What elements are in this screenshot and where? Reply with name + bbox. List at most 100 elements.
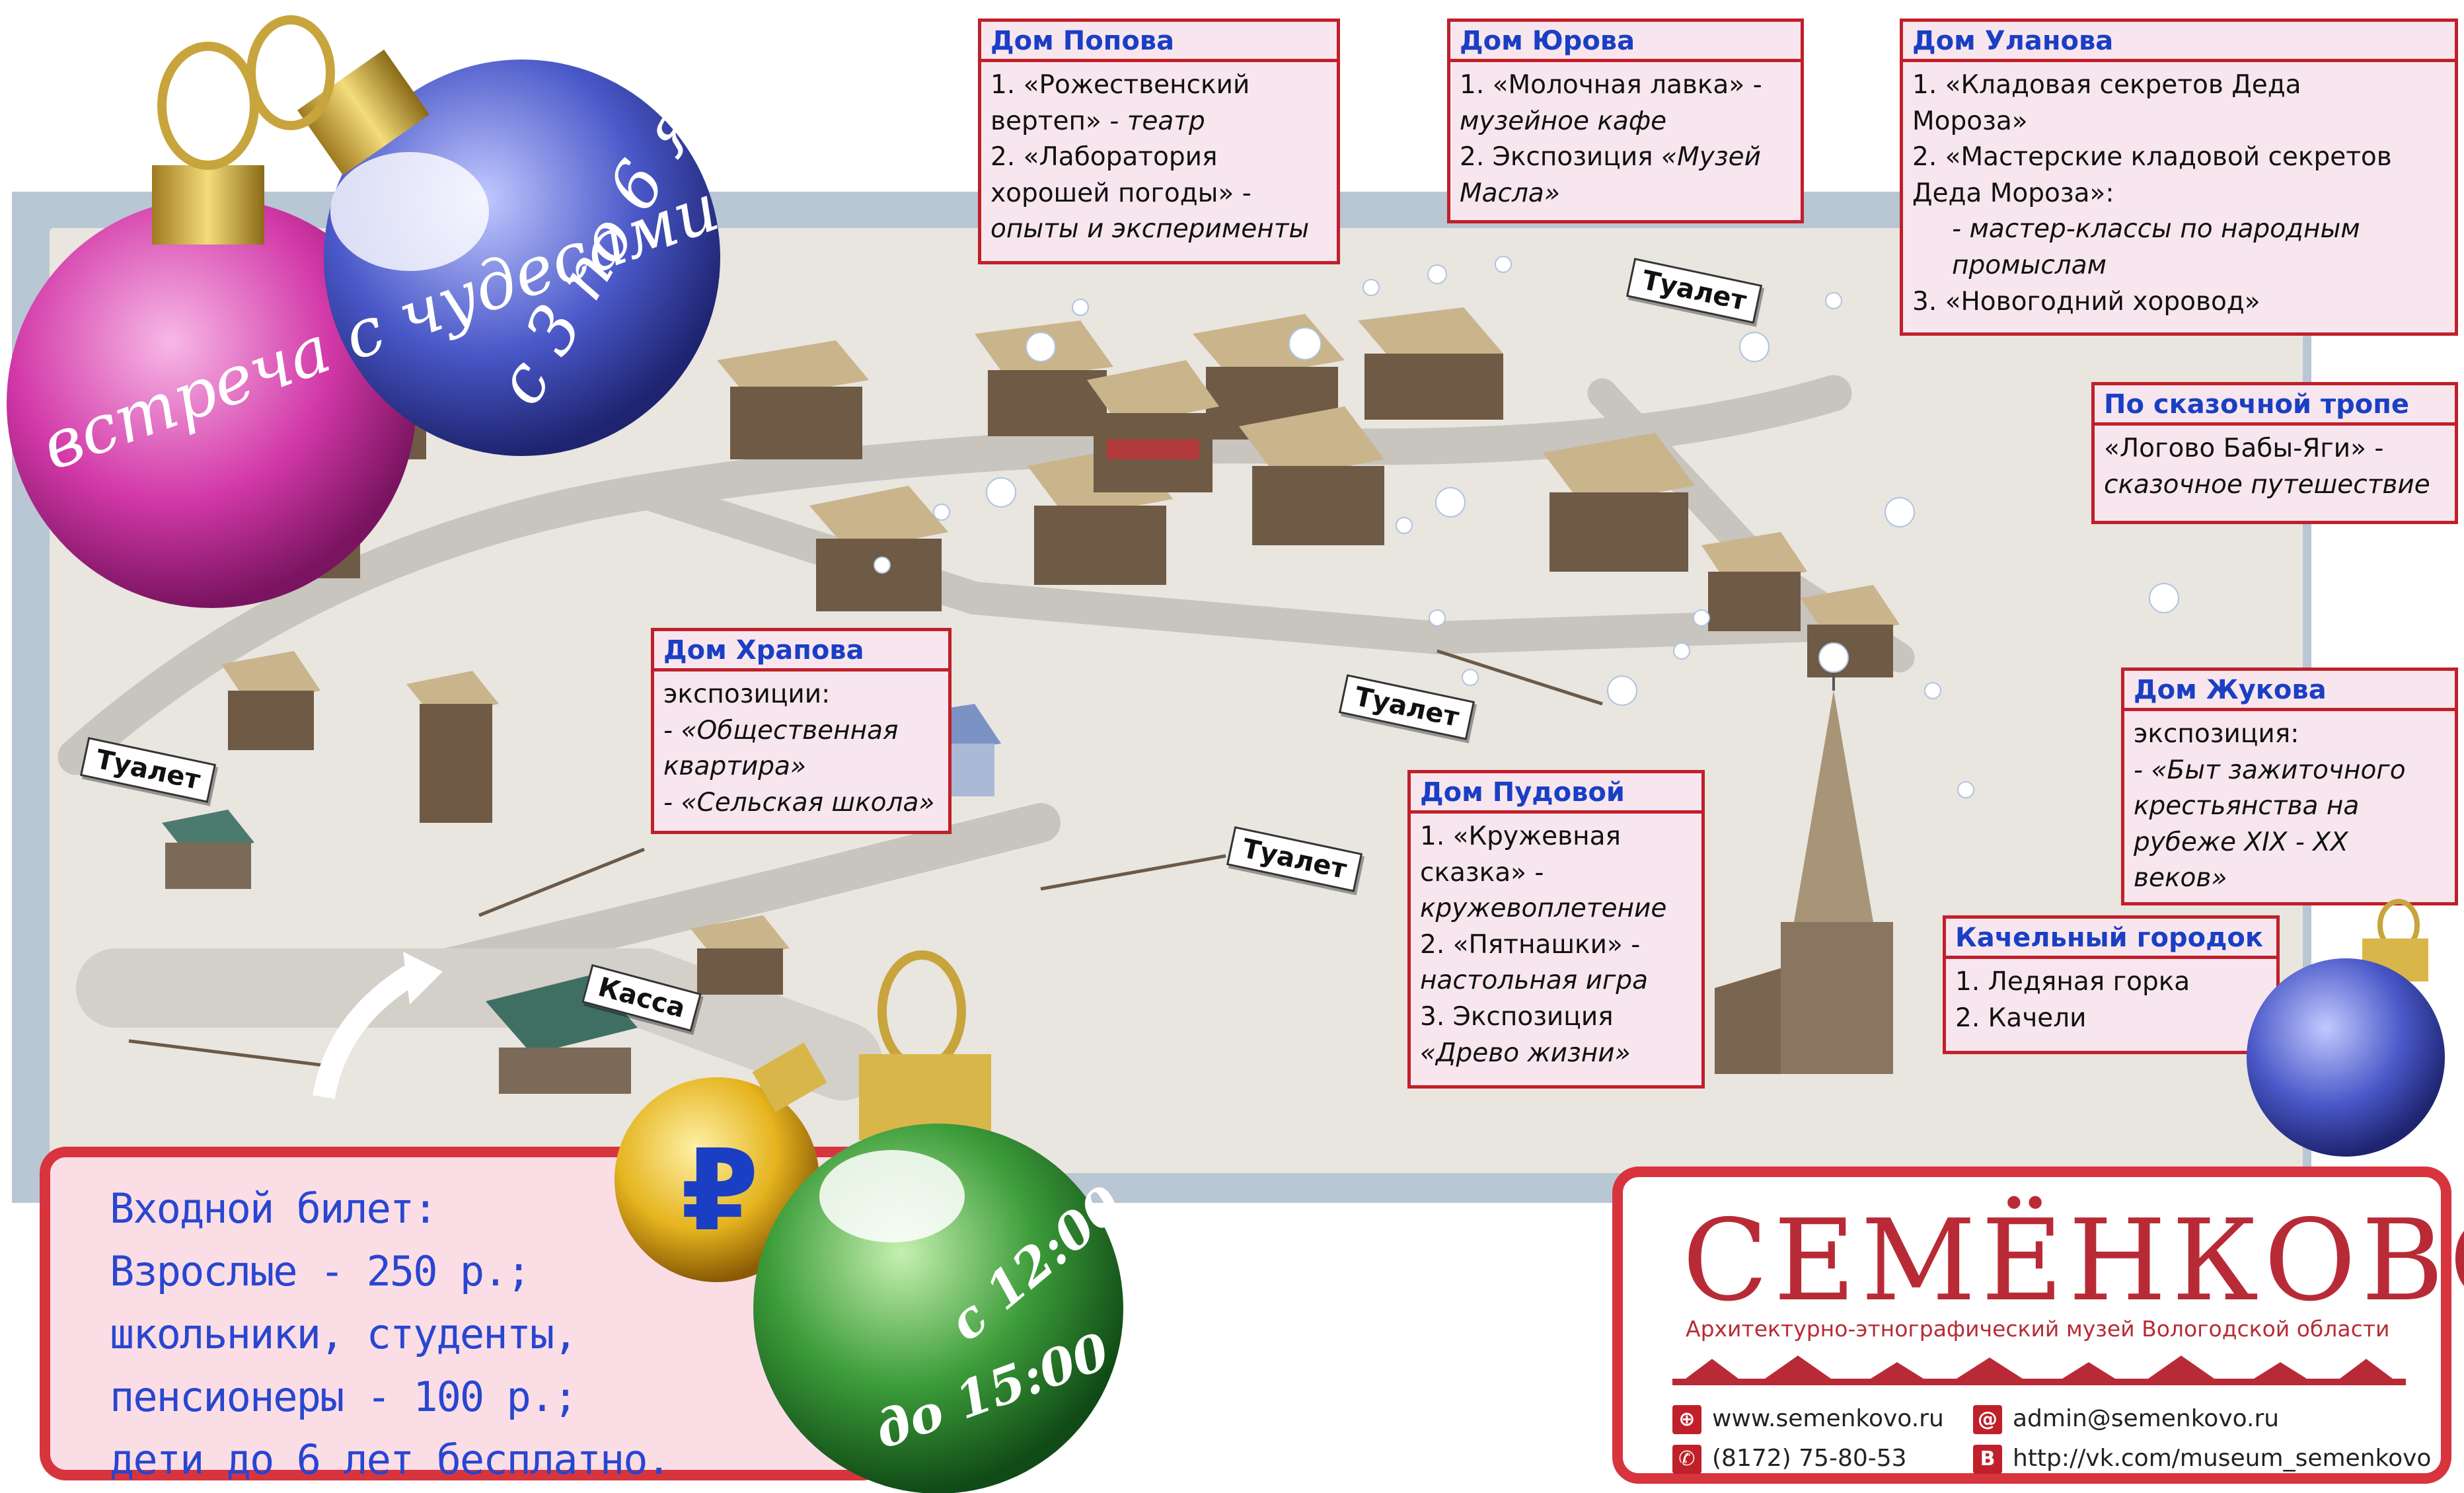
info-line: хорошей погоды» - xyxy=(990,176,1327,212)
phone-icon: ✆ xyxy=(1672,1445,1701,1474)
info-line: - «Общественная xyxy=(663,713,939,749)
info-title: По сказочной тропе xyxy=(2095,385,2455,426)
info-line-italic: кружевоплетение xyxy=(1420,894,1667,924)
info-line-italic: «Музей xyxy=(1661,142,1761,172)
building xyxy=(809,486,948,611)
info-line: крестьянства на xyxy=(2134,788,2445,825)
info-line-italic: рубеже XIX - XX xyxy=(2134,827,2348,857)
info-line: «Древо жизни» xyxy=(1420,1036,1692,1072)
museum-contacts-box: СЕМЁНКОВО Архитектурно-этнографический м… xyxy=(1612,1167,2464,1484)
info-line: Мороза» xyxy=(1912,104,2445,140)
info-title: Дом Уланова xyxy=(1903,22,2455,62)
info-line-italic: - театр xyxy=(1109,106,1205,136)
info-line: экспозиция: xyxy=(2134,716,2445,753)
info-line: опыты и эксперименты xyxy=(990,211,1327,248)
info-line-italic: - «Сельская школа» xyxy=(663,787,935,818)
info-line: квартира» xyxy=(663,749,939,785)
building xyxy=(1239,406,1384,545)
info-line: рубеже XIX - XX xyxy=(2134,825,2445,861)
info-line: вертеп» - театр xyxy=(990,104,1327,140)
info-box-popov: Дом Попова 1. «Рожественский вертеп» - те… xyxy=(978,19,1340,264)
building xyxy=(221,651,320,750)
building xyxy=(717,340,869,459)
museum-subtitle: Архитектурно-этнографический музей Волог… xyxy=(1686,1316,2390,1342)
info-line: 1. «Рожественский xyxy=(990,67,1327,104)
arrow-icon xyxy=(313,952,443,1100)
info-line-text: 1. «Молочная лавка» - xyxy=(1460,70,1762,100)
info-line-italic: музейное кафе xyxy=(1460,106,1667,136)
info-line-text: Деда Мороза»: xyxy=(1912,178,2114,208)
info-line-italic: «Древо жизни» xyxy=(1420,1038,1631,1068)
info-line-text: «Логово Бабы-Яги» - xyxy=(2104,434,2384,463)
info-line: 3. «Новогодний хоровод» xyxy=(1912,284,2445,321)
info-line-italic: настольная игра xyxy=(1420,966,1649,996)
info-line-italic: крестьянства на xyxy=(2134,791,2360,822)
info-line-text: 2. «Лаборатория xyxy=(990,142,1218,172)
info-line-italic: - мастер-классы по народным xyxy=(1952,214,2360,245)
email-link[interactable]: admin@semenkovo.ru xyxy=(2013,1405,2280,1432)
info-line: 2. «Пятнашки» - xyxy=(1420,927,1692,964)
building xyxy=(1801,585,1900,677)
vk-link[interactable]: http://vk.com/museum_semenkovo xyxy=(2013,1445,2432,1472)
info-line: экспозиции: xyxy=(663,677,939,713)
info-line-text: Мороза» xyxy=(1912,106,2028,136)
info-title: Качельный городок xyxy=(1946,919,2276,959)
info-title: Дом Попова xyxy=(981,22,1337,62)
ruble-icon: ₽ xyxy=(681,1126,759,1256)
info-line: Деда Мороза»: xyxy=(1912,176,2445,212)
ticket-line: школьники, студенты, xyxy=(110,1310,578,1358)
ticket-line: дети до 6 лет бесплатно. xyxy=(110,1436,671,1484)
building xyxy=(691,915,790,995)
ticket-price-box: Входной билет: Взрослые - 250 р.; школьн… xyxy=(40,1147,889,1484)
info-line: сказочное путешествие xyxy=(2104,467,2445,504)
info-line: 1. Ледяная горка xyxy=(1955,964,2267,1001)
ornaments-top-left: встреча с чудесами с 3 по 6 января xyxy=(7,0,740,608)
info-line-text: экспозиция: xyxy=(2134,719,2299,749)
info-line-text: вертеп» xyxy=(990,106,1110,136)
building xyxy=(1543,433,1695,572)
info-box-yurov: Дом Юрова 1. «Молочная лавка» - музейное … xyxy=(1447,19,1804,223)
info-box-kachel: Качельный городок 1. Ледяная горка 2. Кач… xyxy=(1943,915,2280,1054)
ticket-line: Входной билет: xyxy=(110,1184,438,1233)
info-line-text: 2. «Пятнашки» - xyxy=(1420,929,1641,960)
fence xyxy=(1040,854,1226,891)
info-line: Масла» xyxy=(1460,176,1791,212)
village-silhouette xyxy=(1672,1356,2406,1385)
website-link[interactable]: www.semenkovo.ru xyxy=(1712,1405,1944,1432)
info-line: 2. «Лаборатория xyxy=(990,139,1327,176)
info-line: кружевоплетение xyxy=(1420,891,1692,927)
info-line: промыслам xyxy=(1912,248,2445,284)
info-line-text: 1. «Кружевная xyxy=(1420,822,1621,851)
info-line-italic: промыслам xyxy=(1952,250,2107,280)
info-line-italic: Масла» xyxy=(1460,178,1560,208)
museum-name: СЕМЁНКОВО xyxy=(1682,1196,2464,1326)
info-line: - мастер-классы по народным xyxy=(1912,211,2445,248)
info-line-italic: веков» xyxy=(2134,863,2227,894)
info-line-italic: - «Общественная xyxy=(663,715,899,746)
info-line-italic: опыты и эксперименты xyxy=(990,214,1310,245)
info-line-text: 2. Качели xyxy=(1955,1003,2087,1033)
info-line-text: 1. «Кладовая секретов Деда xyxy=(1912,70,2301,100)
info-line: 1. «Молочная лавка» - xyxy=(1460,67,1791,104)
info-line-text: 2. Экспозиция xyxy=(1460,142,1662,172)
info-line: музейное кафе xyxy=(1460,104,1791,140)
info-line-text: хорошей погоды» - xyxy=(990,178,1251,208)
info-line-text: 1. Ледяная горка xyxy=(1955,967,2190,997)
info-line: настольная игра xyxy=(1420,963,1692,999)
info-box-tropa: По сказочной тропе «Логово Бабы-Яги» - ск… xyxy=(2091,382,2458,524)
fence xyxy=(1437,649,1603,706)
ticket-line: пенсионеры - 100 р.; xyxy=(110,1373,578,1421)
info-body: 1. «Молочная лавка» - музейное кафе 2. Экс… xyxy=(1450,62,1801,217)
globe-icon: ⊕ xyxy=(1672,1405,1701,1434)
info-line-text: 1. «Рожественский xyxy=(990,70,1250,100)
road-main xyxy=(57,375,1852,775)
info-line-text: 2. «Мастерские кладовой секретов xyxy=(1912,142,2392,172)
info-body: «Логово Бабы-Яги» - сказочное путешествие xyxy=(2095,426,2455,508)
info-title: Дом Юрова xyxy=(1450,22,1801,62)
info-line: 3. Экспозиция xyxy=(1420,999,1692,1036)
info-line-italic: сказочное путешествие xyxy=(2104,469,2430,500)
